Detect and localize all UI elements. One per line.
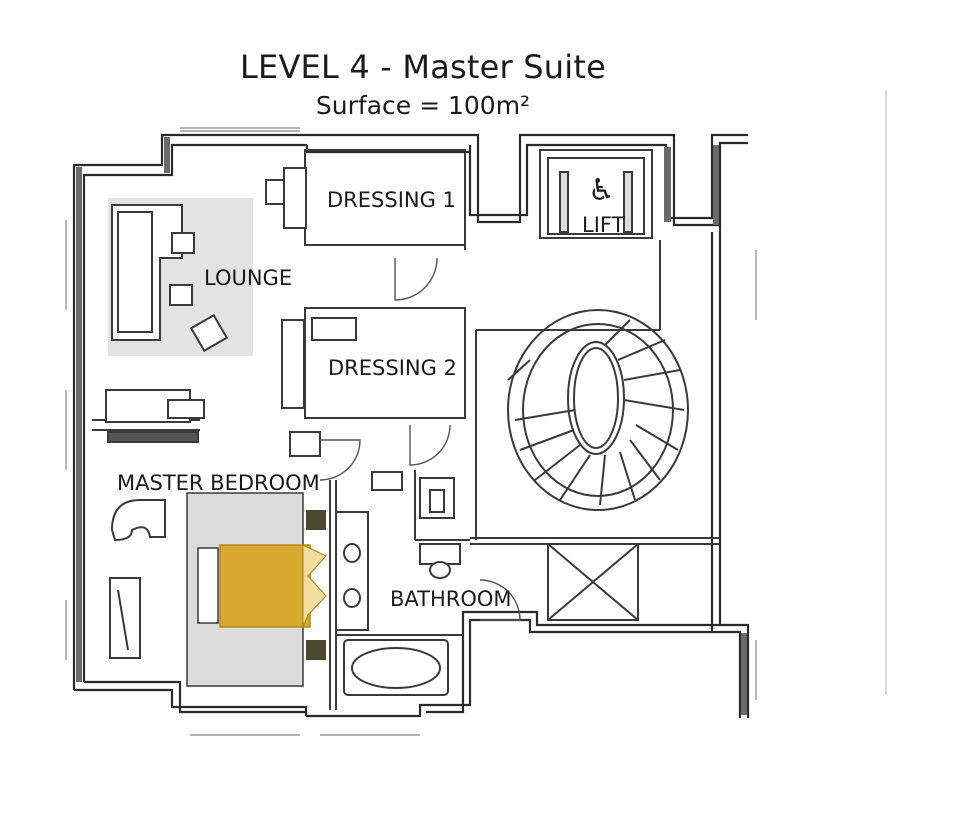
desk-unit	[105, 389, 205, 443]
room-label-lounge: LOUNGE	[204, 266, 292, 290]
wall-fills	[76, 137, 747, 715]
plan-title: LEVEL 4 - Master Suite	[240, 48, 606, 86]
wheelchair-icon: ♿	[588, 173, 615, 208]
bathroom-fixtures	[335, 477, 461, 696]
shower	[547, 543, 639, 621]
spiral-staircase	[507, 309, 689, 511]
dresser	[109, 577, 141, 659]
nightstand-top	[306, 510, 326, 530]
lounge-furniture	[111, 204, 229, 353]
room-label-master-bedroom: MASTER BEDROOM	[117, 471, 320, 495]
windows	[65, 127, 757, 736]
bed	[219, 544, 311, 628]
exterior-walls	[72, 133, 750, 718]
doors	[319, 257, 521, 621]
lift-doors	[559, 171, 633, 233]
pillow	[197, 547, 219, 624]
armchair	[110, 499, 166, 542]
bed-throw	[302, 544, 327, 628]
room-label-dressing-2: DRESSING 2	[328, 356, 457, 380]
room-label-lift: LIFT	[582, 213, 625, 237]
room-label-bathroom: BATHROOM	[390, 587, 512, 611]
plan-subtitle: Surface = 100m²	[315, 91, 531, 120]
nightstand-bottom	[306, 640, 326, 660]
wardrobes	[265, 167, 403, 491]
room-label-dressing-1: DRESSING 1	[327, 188, 456, 212]
